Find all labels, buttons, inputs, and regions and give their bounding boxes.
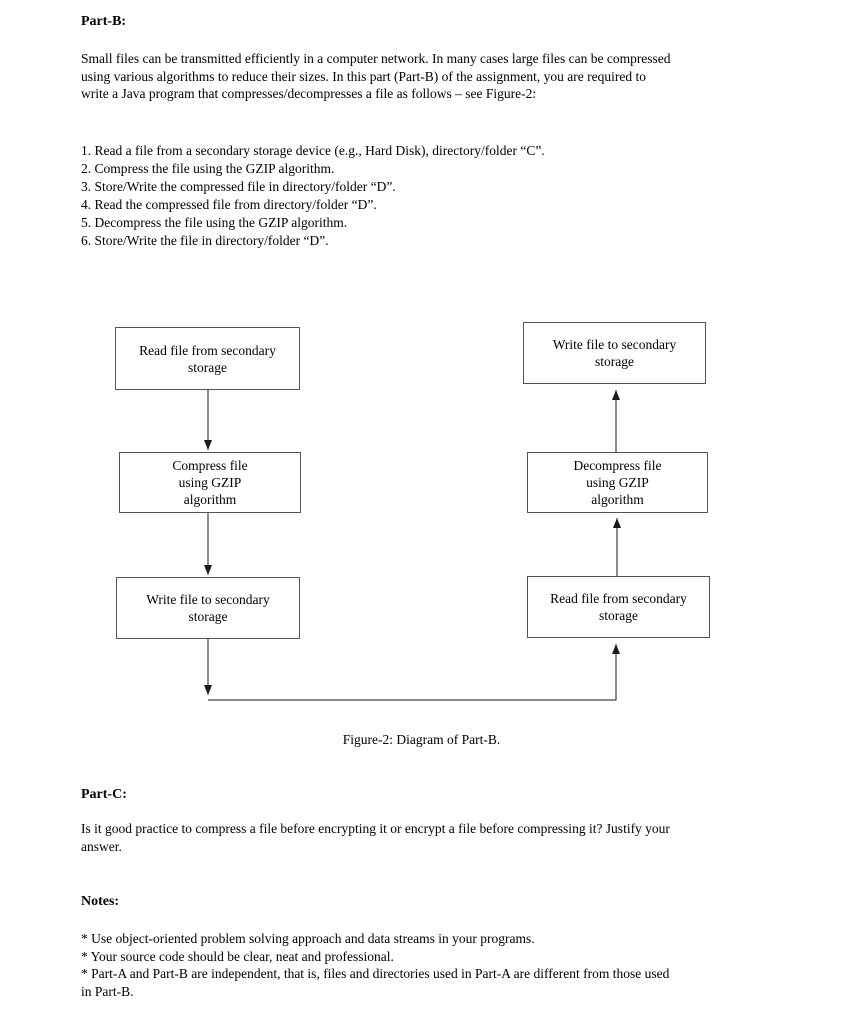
part-b-intro: Small files can be transmitted efficient…	[81, 51, 671, 101]
step-item: 1. Read a file from a secondary storage …	[81, 143, 545, 158]
note-item: * Use object-oriented problem solving ap…	[81, 931, 535, 946]
part-c-question: Is it good practice to compress a file b…	[81, 821, 670, 854]
part-c-heading: Part-C:	[81, 787, 127, 802]
step-item: 6. Store/Write the file in directory/fol…	[81, 233, 329, 248]
figure-caption: Figure-2: Diagram of Part-B.	[342, 732, 501, 747]
flow-box-read-right: Read file from secondary storage	[527, 576, 710, 638]
note-item: * Part-A and Part-B are independent, tha…	[81, 966, 670, 999]
flow-box-compress: Compress file using GZIP algorithm	[119, 452, 301, 513]
flow-box-write-right: Write file to secondary storage	[523, 322, 706, 384]
step-item: 3. Store/Write the compressed file in di…	[81, 179, 396, 194]
flow-box-decompress: Decompress file using GZIP algorithm	[527, 452, 708, 513]
step-item: 5. Decompress the file using the GZIP al…	[81, 215, 348, 230]
notes-heading: Notes:	[81, 894, 120, 909]
arrow-elbow-to-read-right	[208, 644, 620, 701]
flow-box-write-left: Write file to secondary storage	[116, 577, 300, 639]
notes-list: * Use object-oriented problem solving ap…	[81, 930, 764, 1000]
figure-2-diagram: Read file from secondary storage Compres…	[0, 322, 843, 708]
part-b-heading: Part-B:	[81, 14, 127, 29]
flow-arrows	[204, 390, 621, 701]
note-item: * Your source code should be clear, neat…	[81, 948, 394, 964]
part-b-steps: 1. Read a file from a secondary storage …	[81, 142, 764, 250]
step-item: 4. Read the compressed file from directo…	[81, 197, 377, 212]
flow-box-read-left: Read file from secondary storage	[115, 327, 300, 390]
step-item: 2. Compress the file using the GZIP algo…	[81, 161, 335, 176]
